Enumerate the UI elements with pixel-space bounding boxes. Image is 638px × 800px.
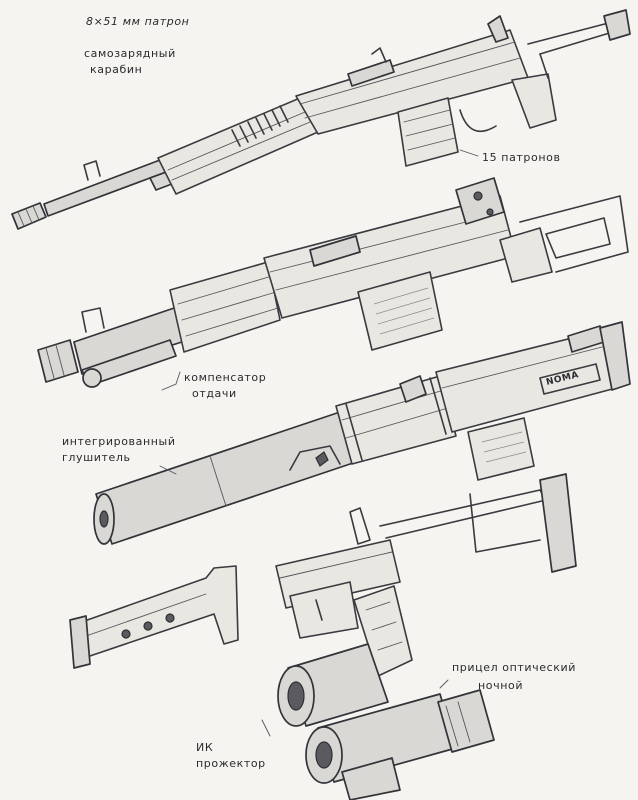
compensator-note-line1: компенсатор <box>184 371 267 384</box>
compensator-note-line2: отдачи <box>192 387 237 400</box>
scope-note-line2: ночной <box>478 679 524 692</box>
leader-lines <box>159 149 479 737</box>
silencer-note-line2: глушитель <box>62 451 131 464</box>
carbine-note-line1: самозарядный <box>84 47 176 60</box>
magazine-note: 15 патронов <box>482 151 561 164</box>
rifle-silencer <box>93 321 631 545</box>
rifle-carbine <box>11 9 631 230</box>
ir-note-line2: прожектор <box>196 757 266 770</box>
silencer-note-line1: интегрированный <box>62 435 176 448</box>
night-scope-detail <box>277 643 495 800</box>
folding-stock-detail <box>275 473 577 677</box>
rifle-compensator <box>37 177 629 388</box>
stock-detail <box>69 565 239 669</box>
scope-note-line1: прицел оптический <box>452 661 577 674</box>
carbine-note-line2: карабин <box>90 63 143 76</box>
caliber-note: 8×51 мм патрон <box>86 15 190 28</box>
ir-note-line1: ИК <box>196 741 214 754</box>
